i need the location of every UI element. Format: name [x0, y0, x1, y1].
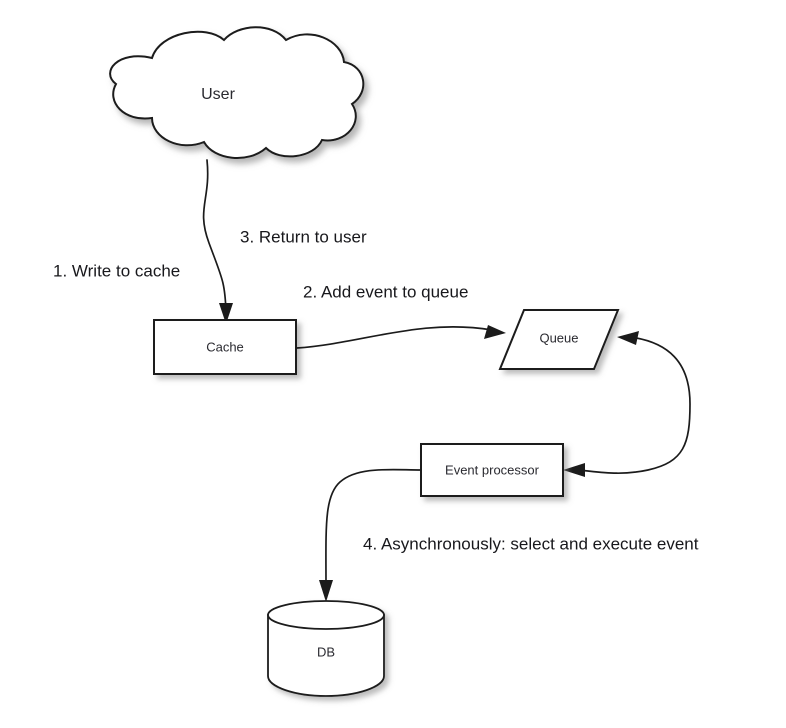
db-cylinder: [267, 600, 385, 697]
cloud-shape: [109, 26, 365, 160]
node-cache-label: Cache: [206, 339, 244, 354]
edge-label-add-event-to-queue: 2. Add event to queue: [303, 282, 468, 301]
edge-loop-arrowhead-into-queue: [617, 331, 639, 345]
db-body: [267, 614, 385, 697]
edge-label-write-to-cache: 1. Write to cache: [53, 261, 180, 280]
queue-parallelogram: [498, 309, 620, 370]
edge-cache-to-queue-line: [296, 326, 493, 349]
node-queue[interactable]: Queue: [498, 309, 620, 370]
edge-cache-to-queue-arrowhead: [484, 325, 506, 339]
node-queue-label: Queue: [539, 330, 578, 345]
edge-loop-arrowhead-into-event-processor: [563, 463, 585, 477]
node-user-label: User: [201, 86, 235, 103]
edge-event-processor-to-db-arrowhead: [319, 580, 333, 602]
node-cache[interactable]: Cache: [153, 319, 297, 375]
edge-event-processor-to-db[interactable]: [319, 468, 422, 602]
edge-queue-event-processor-loop[interactable]: [563, 331, 691, 477]
edge-user-to-cache[interactable]: [202, 159, 233, 324]
edge-label-async-select-execute: 4. Asynchronously: select and execute ev…: [363, 534, 699, 553]
node-db-label: DB: [317, 644, 335, 659]
edge-cache-to-queue[interactable]: [296, 325, 506, 349]
node-event-processor[interactable]: Event processor: [420, 443, 564, 497]
edge-event-processor-to-db-line: [325, 468, 422, 589]
db-top-ellipse: [267, 600, 385, 630]
event-processor-rect: [420, 443, 564, 497]
node-user[interactable]: User: [109, 26, 365, 160]
edge-user-to-cache-arrowhead: [219, 303, 233, 324]
node-db[interactable]: DB: [267, 600, 385, 697]
edge-loop-line: [577, 336, 691, 474]
node-event-processor-label: Event processor: [445, 462, 540, 477]
edge-label-return-to-user: 3. Return to user: [240, 227, 367, 246]
edge-user-to-cache-line: [202, 159, 227, 313]
cache-rect: [153, 319, 297, 375]
